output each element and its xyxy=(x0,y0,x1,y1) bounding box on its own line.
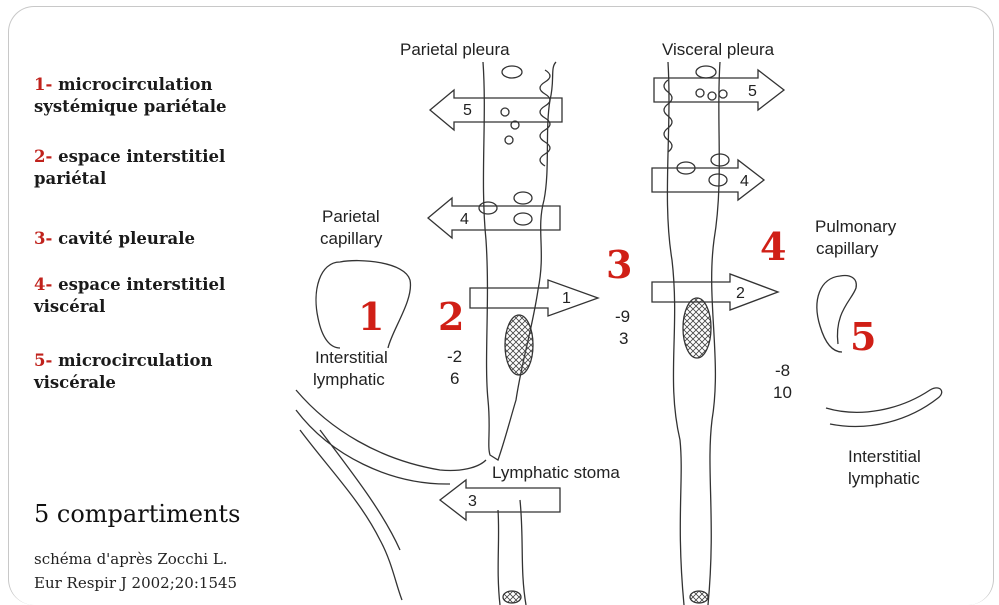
visceral-vessel-bottom xyxy=(690,591,708,603)
parietal-nucleus xyxy=(505,315,533,375)
arrow-5-left-number: 5 xyxy=(463,102,472,119)
parietal-capillary-cell xyxy=(514,213,532,225)
visceral-vessel-top xyxy=(696,66,716,78)
pressure-mid-b: 3 xyxy=(619,329,628,348)
parietal-vessel-top xyxy=(502,66,522,78)
pulmonary-capillary-label-2: capillary xyxy=(816,239,879,258)
visceral-cell xyxy=(719,90,727,98)
pressure-left-b: 6 xyxy=(450,369,459,388)
parietal-pleura-label: Parietal pleura xyxy=(400,40,510,59)
visceral-cell xyxy=(696,89,704,97)
parietal-pleura-lower xyxy=(498,500,526,605)
visceral-lymphatic-vessel xyxy=(826,388,942,427)
visceral-capillary-cell xyxy=(711,154,729,166)
parietal-cell xyxy=(501,108,509,116)
arrow-4-left-number: 4 xyxy=(460,211,469,228)
visceral-cell xyxy=(708,92,716,100)
arrow-2-number: 2 xyxy=(736,285,745,302)
visceral-pleura-label: Visceral pleura xyxy=(662,40,775,59)
interstitial-lymphatic-left-label-1: Interstitial xyxy=(315,348,388,367)
interstitial-lymphatic-right-label-1: Interstitial xyxy=(848,447,921,466)
parietal-cell xyxy=(505,136,513,144)
compartment-1: 1 xyxy=(358,294,384,339)
parietal-capillary-cell xyxy=(479,202,497,214)
arrow-4-right-number: 4 xyxy=(740,173,749,190)
interstitial-lymphatic-left-label-2: lymphatic xyxy=(313,370,385,389)
visceral-nucleus xyxy=(683,298,711,358)
arrow-3-number: 3 xyxy=(468,493,477,510)
parietal-capillary-label-2: capillary xyxy=(320,229,383,248)
visceral-pleura-membrane xyxy=(667,62,684,605)
compartment-3: 3 xyxy=(606,242,632,287)
parietal-vessel-bottom xyxy=(503,591,521,603)
arrow-3 xyxy=(440,480,560,520)
parietal-capillary-cell xyxy=(514,192,532,204)
pressure-mid-a: -9 xyxy=(615,307,630,326)
pressure-right-a: -8 xyxy=(775,361,790,380)
arrow-1-number: 1 xyxy=(562,290,571,307)
compartment-5: 5 xyxy=(850,314,876,359)
compartment-4: 4 xyxy=(760,224,786,269)
pressure-left-a: -2 xyxy=(447,347,462,366)
pulmonary-capillary-label-1: Pulmonary xyxy=(815,217,897,236)
parietal-capillary-label-1: Parietal xyxy=(322,207,380,226)
visceral-capillary-cell xyxy=(709,174,727,186)
lymphatic-stoma-label: Lymphatic stoma xyxy=(492,463,620,482)
arrow-2 xyxy=(652,274,778,310)
arrow-5-left xyxy=(430,90,562,130)
interstitial-lymphatic-right-label-2: lymphatic xyxy=(848,469,920,488)
compartment-2: 2 xyxy=(438,294,464,339)
parietal-lymphatic-vessel xyxy=(296,390,486,600)
arrow-5-right-number: 5 xyxy=(748,83,757,100)
pressure-right-b: 10 xyxy=(773,383,792,402)
